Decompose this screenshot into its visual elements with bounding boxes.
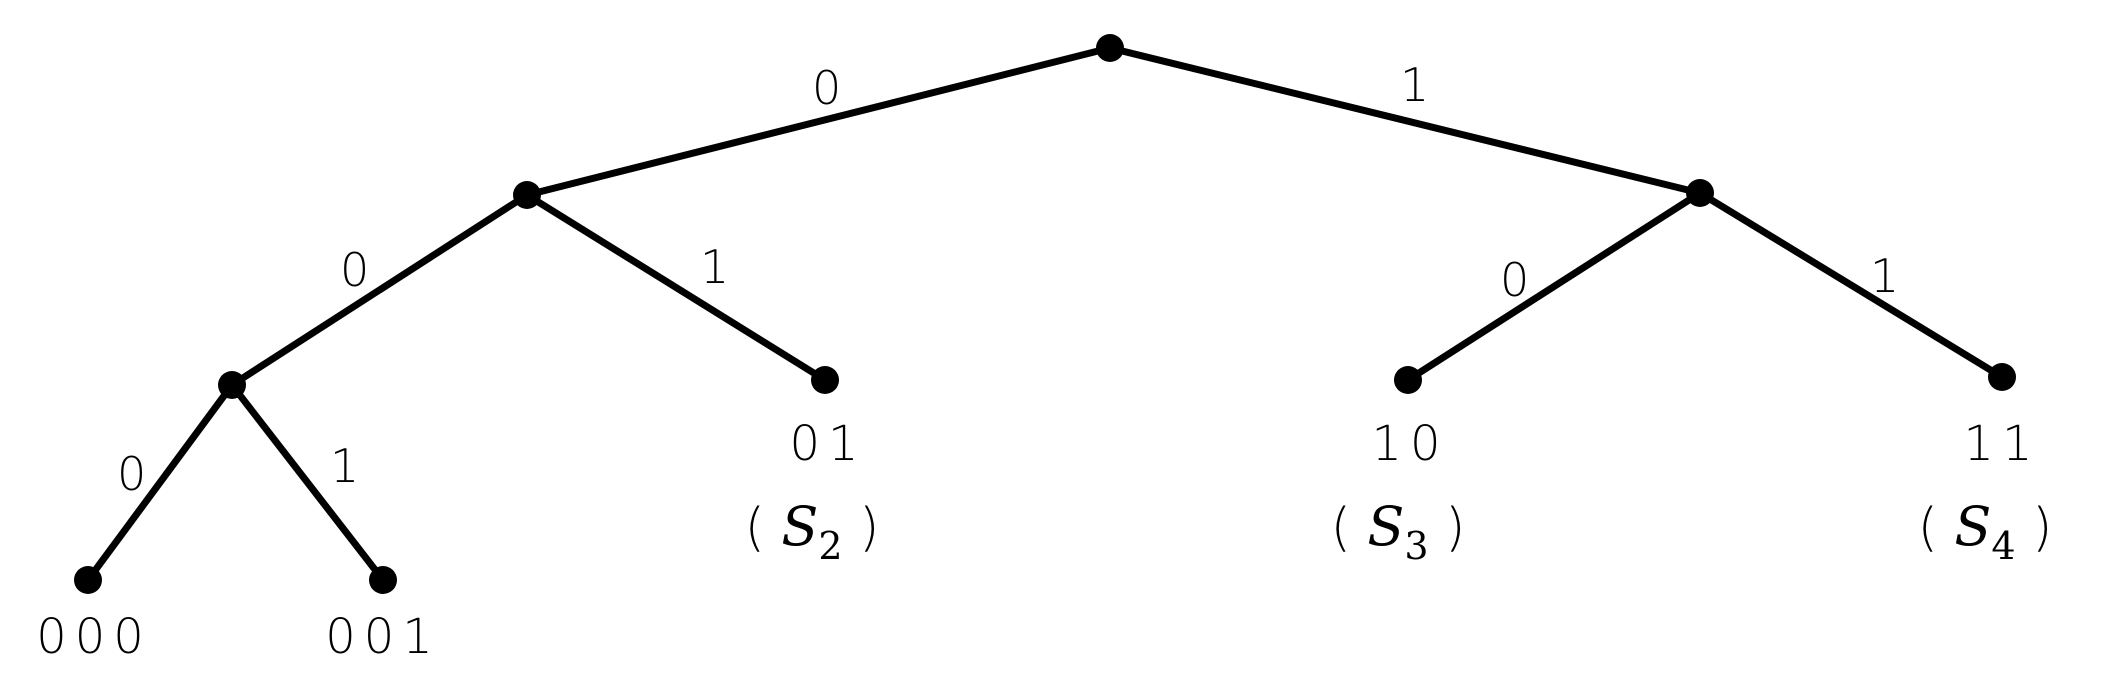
edge-0-to-00: [228, 191, 531, 389]
edge-0-to-01: [523, 191, 829, 384]
leaf-symbol-s4: ( S4 ): [1918, 495, 2053, 568]
edge-label-1-11: 1: [1870, 249, 1899, 303]
leaf-code-10: 10: [1371, 416, 1448, 472]
node-11: [1988, 363, 2016, 391]
node-001: [369, 566, 397, 594]
edge-label-00-001: 1: [330, 439, 359, 493]
edge-label-root-0: 0: [812, 61, 841, 115]
leaf-code-000: 000: [36, 609, 152, 665]
leaf-code-11: 11: [1963, 416, 2040, 472]
node-0: [513, 181, 541, 209]
leaf-symbol-s3-letter: S: [1367, 495, 1404, 558]
edge-root-to-1: [1106, 44, 1704, 197]
node-root: [1096, 34, 1124, 62]
edge-1-to-10: [1404, 189, 1704, 384]
edge-label-0-01: 1: [700, 240, 729, 294]
edge-label-00-000: 0: [117, 447, 146, 501]
leaf-code-001: 001: [325, 609, 441, 665]
node-000: [74, 566, 102, 594]
leaf-symbol-s2-letter: S: [781, 495, 818, 558]
edge-label-0-00: 0: [340, 243, 369, 297]
leaf-symbol-s3: ( S3 ): [1331, 495, 1466, 568]
node-1: [1686, 179, 1714, 207]
edge-label-1-10: 0: [1500, 253, 1529, 307]
edge-1-to-11: [1696, 189, 2006, 381]
edge-00-to-001: [228, 381, 387, 584]
leaf-symbol-s4-subscript: 4: [1991, 524, 2015, 568]
edge-root-to-0: [523, 44, 1114, 199]
node-01: [811, 366, 839, 394]
node-00: [218, 371, 246, 399]
leaf-symbol-s4-letter: S: [1954, 495, 1991, 558]
edge-label-root-1: 1: [1400, 58, 1429, 112]
edge-00-to-000: [84, 381, 236, 584]
leaf-symbol-s3-subscript: 3: [1404, 524, 1428, 568]
leaf-code-01: 01: [789, 416, 866, 472]
leaf-symbol-s2-subscript: 2: [818, 524, 842, 568]
leaf-symbol-s2: ( S2 ): [745, 495, 880, 568]
node-10: [1394, 366, 1422, 394]
